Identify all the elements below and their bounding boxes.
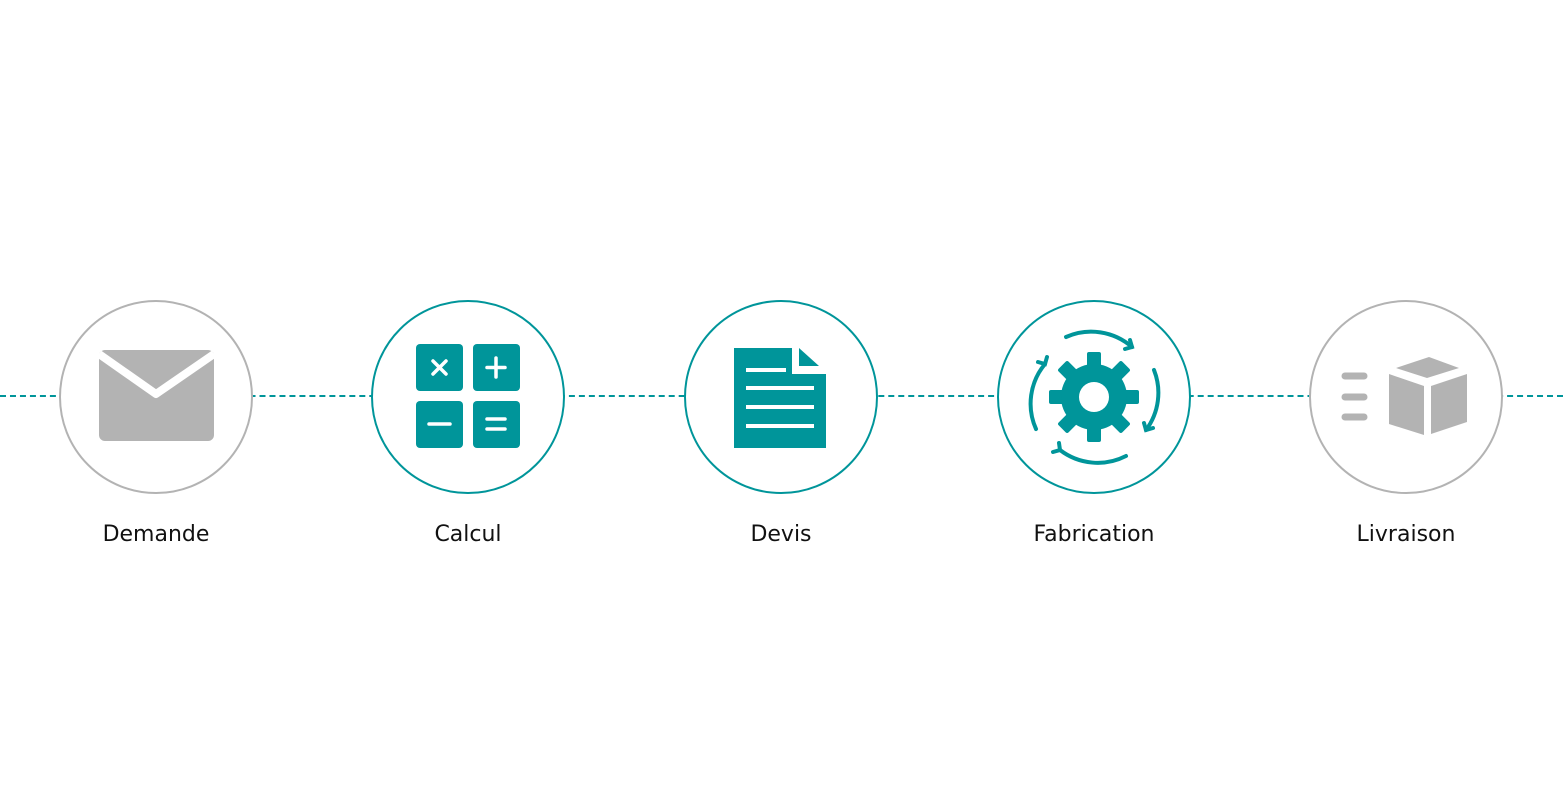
step-calcul[interactable]: Calcul (371, 300, 565, 547)
step-label: Devis (750, 522, 812, 547)
step-devis[interactable]: Devis (684, 300, 878, 547)
document-icon (734, 348, 826, 448)
step-circle (371, 300, 565, 494)
step-circle (1309, 300, 1503, 494)
envelope-icon (96, 350, 217, 441)
step-demande[interactable]: Demande (59, 300, 253, 547)
step-circle (684, 300, 878, 494)
step-livraison[interactable]: Livraison (1309, 300, 1503, 547)
step-label: Demande (102, 522, 210, 547)
step-label: Calcul (434, 522, 502, 547)
box-delivery-icon (1341, 357, 1467, 435)
step-fabrication[interactable]: Fabrication (997, 300, 1191, 547)
gear-cycle-icon (1028, 329, 1161, 465)
calculator-icon (416, 344, 520, 448)
step-label: Fabrication (1033, 522, 1155, 547)
step-label: Livraison (1356, 522, 1456, 547)
step-circle (997, 300, 1191, 494)
step-circle (59, 300, 253, 494)
